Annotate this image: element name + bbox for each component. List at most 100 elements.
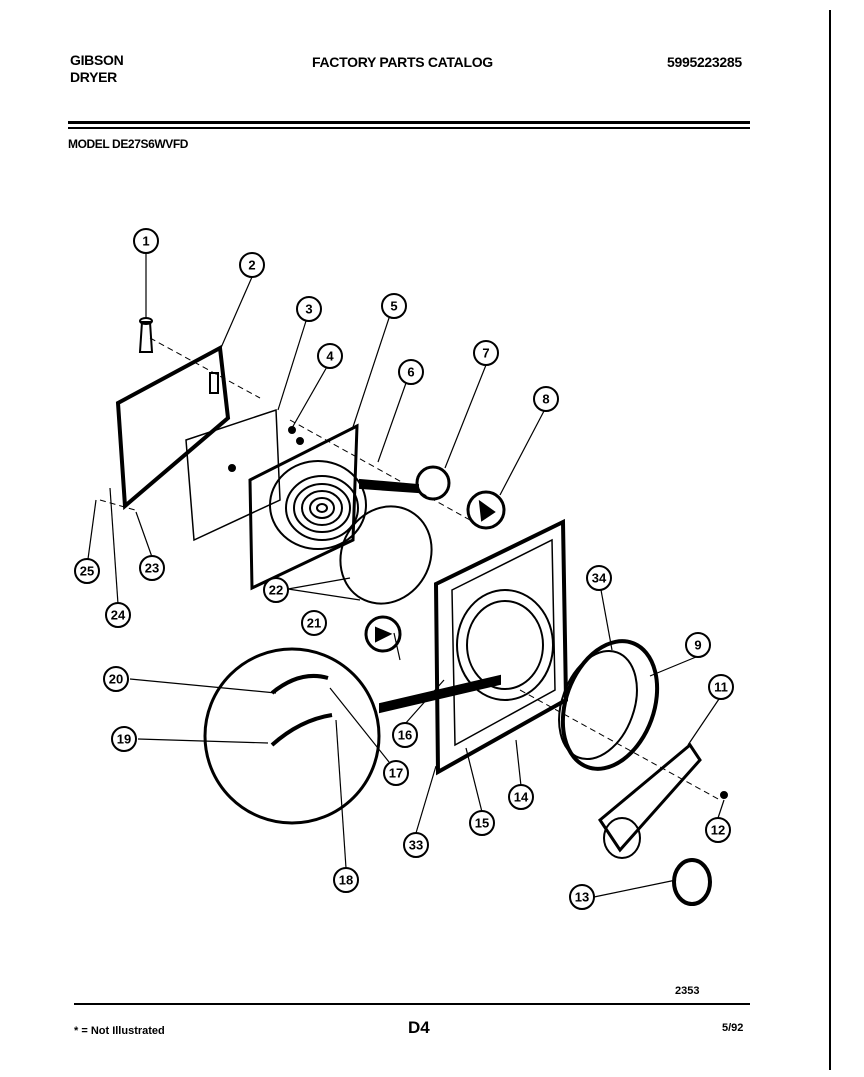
callout-17: 17 — [383, 760, 409, 786]
callout-number: 5 — [390, 299, 397, 314]
callout-4: 4 — [317, 343, 343, 369]
callout-circle — [139, 555, 165, 581]
callout-circle — [239, 252, 265, 278]
callout-18: 18 — [333, 867, 359, 893]
callout-number: 23 — [145, 561, 159, 576]
callout-circle — [301, 610, 327, 636]
callout-circle — [74, 558, 100, 584]
not-illustrated-note: * = Not Illustrated — [74, 1025, 165, 1037]
callout-9: 9 — [685, 632, 711, 658]
header-rule — [68, 121, 750, 124]
figure-number: 2353 — [675, 985, 700, 997]
hinge-part — [364, 615, 402, 653]
door-seal-part — [558, 649, 638, 761]
callout-15: 15 — [469, 810, 495, 836]
callout-number: 19 — [117, 732, 131, 747]
detail-magnifier — [203, 647, 381, 825]
page-number: D4 — [408, 1018, 430, 1037]
leader-lines — [87, 254, 725, 898]
callout-number: 25 — [80, 564, 94, 579]
callout-circle — [708, 674, 734, 700]
callout-number: 24 — [111, 608, 126, 623]
callout-number: 12 — [711, 823, 725, 838]
callout-number: 6 — [407, 365, 414, 380]
page-edge-line — [829, 10, 831, 1070]
callout-circle — [685, 632, 711, 658]
callout-11: 11 — [708, 674, 734, 700]
callout-21: 21 — [301, 610, 327, 636]
callout-7: 7 — [473, 340, 499, 366]
callout-number: 3 — [305, 302, 312, 317]
callout-circle — [586, 565, 612, 591]
callout-number: 17 — [389, 766, 403, 781]
door-handle-part — [598, 742, 702, 859]
callout-number: 8 — [542, 392, 549, 407]
callout-number: 16 — [398, 728, 412, 743]
callout-16: 16 — [392, 722, 418, 748]
callout-circle — [398, 359, 424, 385]
callout-number: 22 — [269, 583, 283, 598]
callout-6: 6 — [398, 359, 424, 385]
callout-number: 9 — [694, 638, 701, 653]
callout-1: 1 — [133, 228, 159, 254]
callout-number: 15 — [475, 816, 489, 831]
callout-20: 20 — [103, 666, 129, 692]
callout-circle — [333, 867, 359, 893]
callout-circle — [383, 760, 409, 786]
callout-circle — [469, 810, 495, 836]
seal-ring-part — [339, 505, 433, 605]
callout-circle — [392, 722, 418, 748]
door-ring-part — [560, 639, 660, 771]
callout-circle — [381, 293, 407, 319]
magnifier-leader — [379, 674, 501, 714]
callout-number: 1 — [142, 234, 149, 249]
callout-3: 3 — [296, 296, 322, 322]
callout-circle — [296, 296, 322, 322]
callout-circle — [508, 784, 534, 810]
screw-part — [138, 317, 154, 353]
callout-2: 2 — [239, 252, 265, 278]
brand-block: GIBSON DRYER — [70, 52, 124, 86]
callout-13: 13 — [569, 884, 595, 910]
callout-25: 25 — [74, 558, 100, 584]
blower-housing-part — [248, 423, 367, 591]
callout-circle — [105, 602, 131, 628]
callout-23: 23 — [139, 555, 165, 581]
bracket-part — [466, 490, 506, 530]
callout-number: 34 — [592, 571, 607, 586]
callout-circle — [473, 340, 499, 366]
callout-number: 20 — [109, 672, 123, 687]
revision-date: 5/92 — [722, 1022, 744, 1034]
catalog-title: FACTORY PARTS CATALOG — [312, 54, 493, 70]
callout-number: 21 — [307, 616, 321, 631]
callout-circle — [403, 832, 429, 858]
knob-part — [415, 465, 451, 501]
callout-number: 4 — [326, 349, 334, 364]
callout-number: 18 — [339, 873, 353, 888]
callout-circle — [111, 726, 137, 752]
callout-circle — [317, 343, 343, 369]
model-number: MODEL DE27S6WVFD — [68, 137, 189, 151]
callout-circle — [569, 884, 595, 910]
callout-19: 19 — [111, 726, 137, 752]
callout-5: 5 — [381, 293, 407, 319]
bezel-ring-part — [672, 858, 712, 906]
callout-labels: 1234567891112131415161718192021222324253… — [74, 228, 734, 910]
callout-34: 34 — [586, 565, 612, 591]
filter-sheet-part — [185, 408, 281, 542]
callout-number: 33 — [409, 838, 423, 853]
callout-8: 8 — [533, 386, 559, 412]
catalog-number: 5995223285 — [667, 54, 742, 70]
callout-number: 14 — [514, 790, 529, 805]
callout-14: 14 — [508, 784, 534, 810]
callout-number: 11 — [714, 680, 728, 695]
product-type: DRYER — [70, 69, 117, 85]
callout-33: 33 — [403, 832, 429, 858]
callout-12: 12 — [705, 817, 731, 843]
callout-circle — [533, 386, 559, 412]
callout-number: 13 — [575, 890, 589, 905]
callout-circle — [705, 817, 731, 843]
callout-22: 22 — [263, 577, 289, 603]
front-panel-part — [433, 518, 569, 776]
